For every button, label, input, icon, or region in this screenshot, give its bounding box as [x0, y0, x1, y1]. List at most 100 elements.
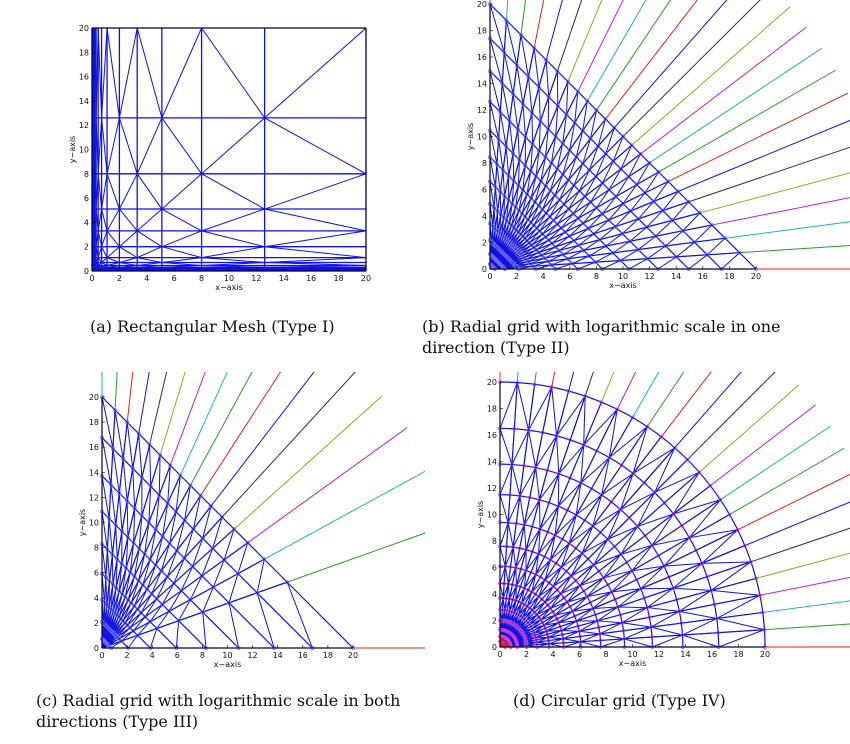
mesh-node — [645, 605, 650, 610]
mesh-node — [510, 582, 515, 587]
mesh-node — [540, 597, 544, 602]
mesh-edge — [136, 117, 163, 175]
mesh-node — [508, 493, 512, 497]
mesh-edge — [517, 240, 528, 252]
mesh-edge — [223, 528, 235, 560]
mesh-node — [554, 561, 558, 566]
mesh-edge — [528, 254, 542, 262]
mesh-node — [599, 400, 604, 405]
mesh-node — [634, 577, 639, 582]
mesh-node — [586, 557, 590, 561]
mesh-edge — [106, 208, 120, 232]
mesh-edge — [556, 395, 586, 437]
mesh-node — [502, 581, 507, 586]
mesh-edge — [499, 409, 618, 648]
mesh-edge — [522, 165, 526, 190]
mesh-edge — [494, 228, 496, 245]
mesh — [100, 372, 425, 650]
mesh-edge — [605, 127, 615, 154]
x-axis-label: x−axis — [214, 660, 241, 669]
mesh-edge — [109, 580, 114, 585]
mesh-node — [650, 543, 654, 548]
mesh-edge — [499, 597, 504, 611]
mesh-edge — [601, 161, 614, 184]
mesh-edge — [513, 258, 527, 265]
mesh-node — [109, 606, 114, 611]
mesh-edge — [499, 546, 506, 567]
mesh-edge — [183, 528, 194, 559]
mesh-edge — [654, 471, 700, 493]
mesh-edge — [556, 143, 564, 169]
mesh-edge — [540, 607, 551, 621]
mesh-edge — [499, 426, 648, 648]
mesh-edge — [526, 170, 532, 195]
mesh-edge — [531, 619, 542, 629]
mesh-node — [522, 463, 526, 468]
mesh-node — [220, 515, 225, 520]
mesh-edge — [149, 444, 152, 487]
mesh-edge — [525, 614, 538, 622]
mesh-edge — [587, 228, 595, 235]
mesh-node — [545, 468, 550, 473]
mesh-edge — [101, 257, 108, 263]
mesh-edge — [682, 212, 701, 232]
mesh-edge — [489, 70, 501, 113]
mesh-node — [179, 588, 184, 593]
mesh-edge — [489, 130, 498, 165]
mesh-edge — [540, 180, 547, 187]
mesh-node — [516, 183, 521, 188]
mesh-edge — [507, 567, 517, 585]
mesh-node — [530, 608, 535, 612]
mesh-edge — [611, 588, 641, 593]
mesh-edge — [112, 618, 122, 634]
mesh-edge — [548, 636, 564, 640]
mesh-edge — [567, 81, 579, 92]
mesh-node — [495, 209, 500, 214]
mesh-node — [506, 520, 510, 525]
mesh — [91, 27, 367, 272]
mesh-edge — [536, 636, 549, 643]
mesh-edge — [101, 573, 107, 578]
mesh-edge — [503, 52, 514, 95]
mesh-node — [522, 602, 527, 607]
mesh-edge — [499, 191, 505, 197]
mesh-node — [561, 252, 566, 257]
mesh-node — [110, 552, 115, 557]
x-tick-label: 10 — [627, 650, 637, 659]
mesh-edge — [101, 558, 265, 649]
mesh-node — [591, 606, 595, 611]
mesh-edge — [501, 83, 511, 122]
mesh-edge — [189, 484, 201, 496]
mesh-edge — [679, 589, 712, 612]
mesh-edge — [536, 641, 549, 645]
mesh-edge — [682, 618, 717, 636]
mesh-node — [532, 382, 537, 387]
mesh-node — [512, 610, 517, 615]
mesh-edge — [221, 516, 235, 530]
mesh-edge — [701, 529, 739, 564]
mesh-node — [542, 256, 547, 261]
mesh-edge — [542, 220, 554, 235]
mesh-edge — [110, 614, 118, 632]
mesh-node — [609, 500, 614, 504]
x-tick-label: 12 — [248, 651, 258, 660]
mesh-edge — [679, 610, 717, 619]
mesh-edge — [710, 561, 752, 591]
mesh-edge — [579, 620, 598, 632]
mesh-node — [526, 217, 531, 222]
mesh-node — [619, 463, 624, 468]
mesh-node — [535, 612, 539, 617]
mesh-node — [685, 457, 690, 462]
mesh-edge — [137, 246, 163, 259]
mesh-edge — [545, 212, 551, 218]
mesh-node — [534, 247, 539, 252]
mesh-edge — [629, 240, 639, 250]
mesh-edge — [189, 575, 203, 600]
mesh-node — [621, 628, 626, 633]
mesh-edge — [583, 408, 618, 446]
mesh-edge — [256, 592, 313, 649]
mesh-edge — [557, 105, 567, 116]
mesh-edge — [508, 203, 513, 223]
